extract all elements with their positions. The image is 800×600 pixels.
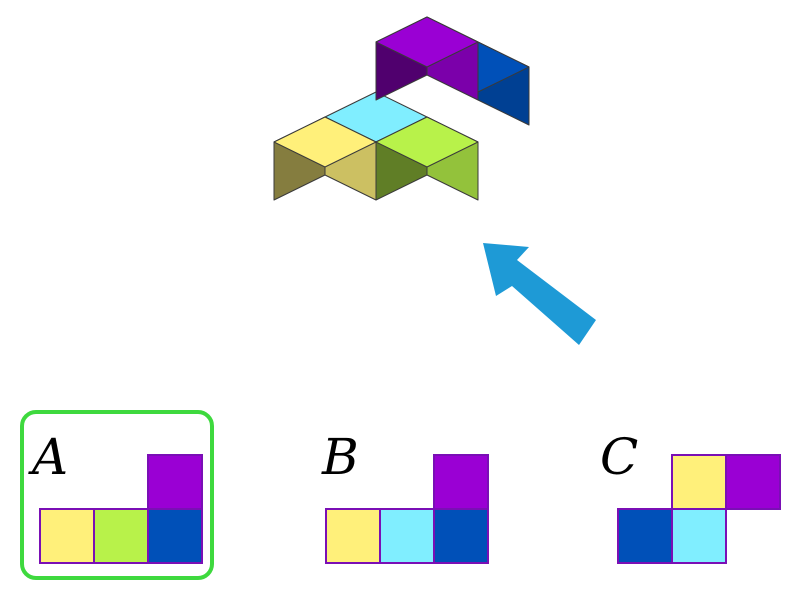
view-direction-arrow-icon xyxy=(483,243,596,345)
option-c-cell-yellow xyxy=(671,454,727,510)
cube-yellow-top-face xyxy=(273,116,377,168)
option-a-selection-border xyxy=(20,410,214,580)
option-b-grid xyxy=(325,454,489,564)
option-b-cell-blue xyxy=(433,508,489,564)
option-c-grid xyxy=(617,454,781,564)
option-c-cell-cyan xyxy=(671,508,727,564)
option-c-cell-blue xyxy=(617,508,673,564)
option-b-cell-purple xyxy=(433,454,489,510)
option-b-label: B xyxy=(321,428,359,486)
option-c[interactable]: C xyxy=(600,428,781,564)
option-a-cell-purple xyxy=(147,454,203,510)
option-c-label: C xyxy=(600,428,638,486)
option-a-grid xyxy=(39,454,203,564)
cube-purple-top-face xyxy=(375,16,479,68)
option-b-cell-cyan xyxy=(379,508,435,564)
cube-yellow xyxy=(273,116,377,201)
option-b[interactable]: B xyxy=(321,428,489,564)
cube-structure xyxy=(273,16,530,201)
option-a-cell-blue xyxy=(147,508,203,564)
cube-lime xyxy=(375,116,479,201)
option-a-label: A xyxy=(28,428,68,486)
option-a-cell-lime xyxy=(93,508,149,564)
cube-purple xyxy=(375,16,479,101)
option-b-cell-yellow xyxy=(325,508,381,564)
option-a-cell-yellow xyxy=(39,508,95,564)
option-a[interactable]: A xyxy=(20,410,214,580)
cube-lime-top-face xyxy=(375,116,479,168)
option-c-cell-purple xyxy=(725,454,781,510)
